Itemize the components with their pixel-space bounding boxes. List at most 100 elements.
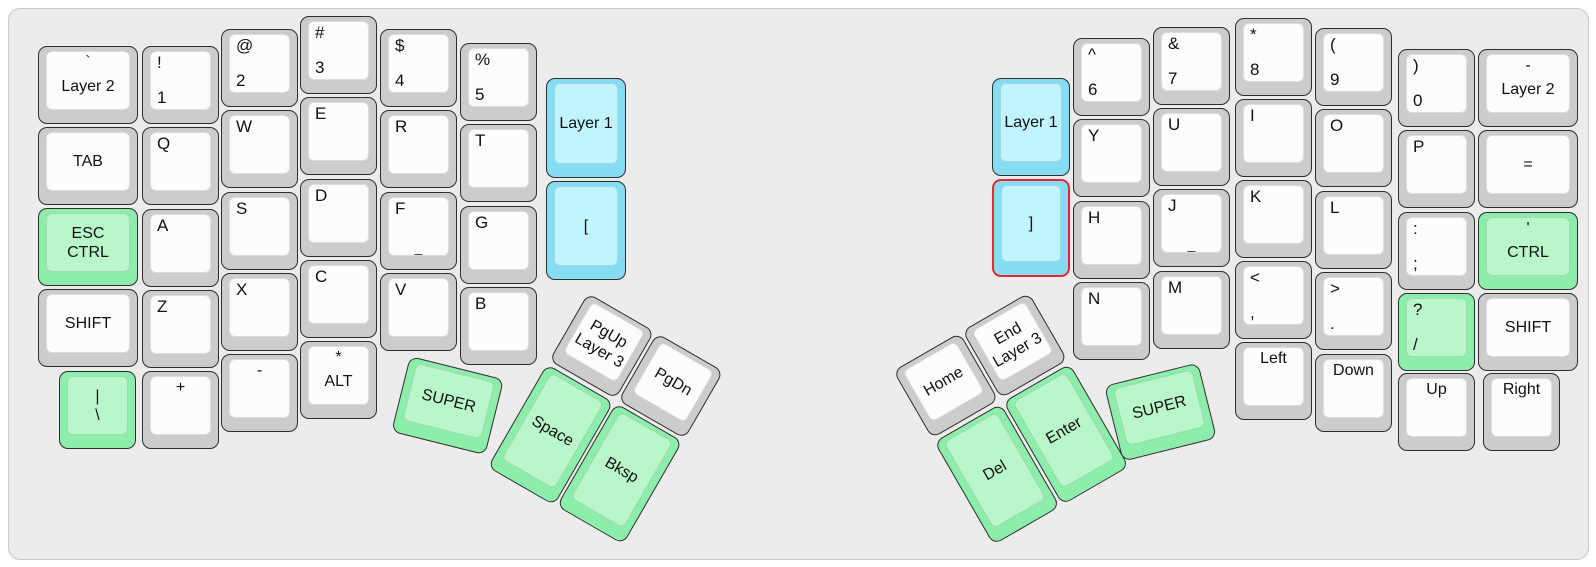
keycap-top: |\ bbox=[67, 376, 128, 435]
key-6[interactable]: ^6 bbox=[1073, 38, 1150, 116]
key-legend: 5 bbox=[475, 85, 485, 104]
key-3[interactable]: #3 bbox=[300, 16, 377, 94]
key-m[interactable]: M bbox=[1153, 271, 1230, 349]
key-legend: C bbox=[315, 267, 328, 286]
key-legend: T bbox=[475, 131, 486, 150]
keycap-top: O bbox=[1323, 114, 1384, 173]
key-2[interactable]: @2 bbox=[221, 29, 298, 107]
keycap-top: C bbox=[308, 265, 369, 324]
key-j[interactable]: J_ bbox=[1153, 189, 1230, 267]
key-f[interactable]: F_ bbox=[380, 192, 457, 270]
key-o[interactable]: O bbox=[1315, 109, 1392, 187]
key-legend: E bbox=[315, 104, 327, 123]
keycap-top: SUPER bbox=[402, 362, 496, 440]
key-y[interactable]: Y bbox=[1073, 119, 1150, 197]
key-slash[interactable]: ?/ bbox=[1398, 293, 1475, 371]
key-legend: Z bbox=[157, 297, 168, 316]
key-0[interactable]: )0 bbox=[1398, 49, 1475, 127]
key-x[interactable]: X bbox=[221, 273, 298, 351]
key-n[interactable]: N bbox=[1073, 282, 1150, 360]
key-5[interactable]: %5 bbox=[460, 43, 537, 121]
key-shift-left[interactable]: SHIFT bbox=[38, 289, 138, 367]
key-legend: U bbox=[1168, 115, 1181, 134]
key-left[interactable]: Left bbox=[1235, 342, 1312, 420]
key-shift-right[interactable]: SHIFT bbox=[1478, 293, 1578, 371]
key-u[interactable]: U bbox=[1153, 108, 1230, 186]
keycap-top: B bbox=[468, 292, 529, 351]
key-g[interactable]: G bbox=[460, 206, 537, 284]
key-legend: SHIFT bbox=[1504, 319, 1552, 336]
keycap-top: N bbox=[1081, 287, 1142, 346]
key-legend: _ bbox=[1187, 236, 1196, 252]
key-legend: = bbox=[1523, 156, 1533, 173]
key-left-bracket[interactable]: [ bbox=[546, 181, 626, 280]
keycap-top: I bbox=[1243, 104, 1304, 163]
key-legend: * bbox=[1250, 25, 1257, 44]
key-down[interactable]: Down bbox=[1315, 354, 1392, 432]
key-z[interactable]: Z bbox=[142, 290, 219, 368]
key-legend: 7 bbox=[1168, 69, 1178, 88]
key-legend: Down bbox=[1333, 362, 1374, 379]
key-q[interactable]: Q bbox=[142, 127, 219, 205]
key-layer2-left[interactable]: `Layer 2 bbox=[38, 46, 138, 124]
keycap-top: H bbox=[1081, 206, 1142, 265]
key-d[interactable]: D bbox=[300, 179, 377, 257]
keycap-top: R bbox=[388, 115, 449, 174]
key-plus[interactable]: + bbox=[142, 371, 219, 449]
key-legend: - bbox=[256, 362, 263, 379]
key-a[interactable]: A bbox=[142, 209, 219, 287]
key-legend: K bbox=[1250, 187, 1262, 206]
key-legend: H bbox=[1088, 208, 1101, 227]
key-k[interactable]: K bbox=[1235, 180, 1312, 258]
key-t[interactable]: T bbox=[460, 124, 537, 202]
key-p[interactable]: P bbox=[1398, 130, 1475, 208]
key-right[interactable]: Right bbox=[1483, 373, 1560, 451]
keycap-top: = bbox=[1486, 135, 1570, 194]
key-8[interactable]: *8 bbox=[1235, 18, 1312, 96]
key-legend: 6 bbox=[1088, 80, 1098, 99]
key-layer2-right[interactable]: -Layer 2 bbox=[1478, 49, 1578, 127]
key-c[interactable]: C bbox=[300, 260, 377, 338]
key-pipe-backslash[interactable]: |\ bbox=[59, 371, 136, 449]
key-tab[interactable]: TAB bbox=[38, 127, 138, 205]
key-quote-ctrl[interactable]: 'CTRL bbox=[1478, 212, 1578, 290]
keycap-top: F_ bbox=[388, 197, 449, 256]
key-alt[interactable]: *ALT bbox=[300, 341, 377, 419]
key-legend: M bbox=[1168, 278, 1183, 297]
key-legend: TAB bbox=[73, 153, 103, 170]
key-e[interactable]: E bbox=[300, 97, 377, 175]
key-legend: - bbox=[1525, 57, 1531, 74]
key-i[interactable]: I bbox=[1235, 99, 1312, 177]
key-l[interactable]: L bbox=[1315, 191, 1392, 269]
keycap-top: :; bbox=[1406, 217, 1467, 276]
key-equals[interactable]: = bbox=[1478, 130, 1578, 208]
key-v[interactable]: V bbox=[380, 273, 457, 351]
key-layer1-left[interactable]: Layer 1 bbox=[546, 78, 626, 178]
key-legend: ` bbox=[85, 54, 91, 71]
key-legend: $ bbox=[395, 36, 405, 55]
key-semicolon[interactable]: :; bbox=[1398, 212, 1475, 290]
key-1[interactable]: !1 bbox=[142, 46, 219, 124]
keycap-top: Down bbox=[1323, 359, 1384, 418]
key-layer1-right[interactable]: Layer 1 bbox=[992, 78, 1070, 176]
key-up[interactable]: Up bbox=[1398, 373, 1475, 451]
keycap-top: Layer 1 bbox=[1000, 83, 1062, 162]
key-period[interactable]: >. bbox=[1315, 272, 1392, 350]
key-right-bracket[interactable]: ] bbox=[992, 179, 1070, 277]
key-minus-left[interactable]: - bbox=[221, 354, 298, 432]
key-r[interactable]: R bbox=[380, 110, 457, 188]
key-legend: ' bbox=[1526, 220, 1530, 237]
key-h[interactable]: H bbox=[1073, 201, 1150, 279]
key-b[interactable]: B bbox=[460, 287, 537, 365]
key-4[interactable]: $4 bbox=[380, 29, 457, 107]
key-9[interactable]: (9 bbox=[1315, 28, 1392, 106]
key-comma[interactable]: <, bbox=[1235, 261, 1312, 339]
key-legend: Right bbox=[1502, 381, 1541, 398]
key-w[interactable]: W bbox=[221, 110, 298, 188]
key-s[interactable]: S bbox=[221, 192, 298, 270]
keycap-top: >. bbox=[1323, 277, 1384, 336]
keycap-top: Left bbox=[1243, 347, 1304, 406]
key-7[interactable]: &7 bbox=[1153, 27, 1230, 105]
